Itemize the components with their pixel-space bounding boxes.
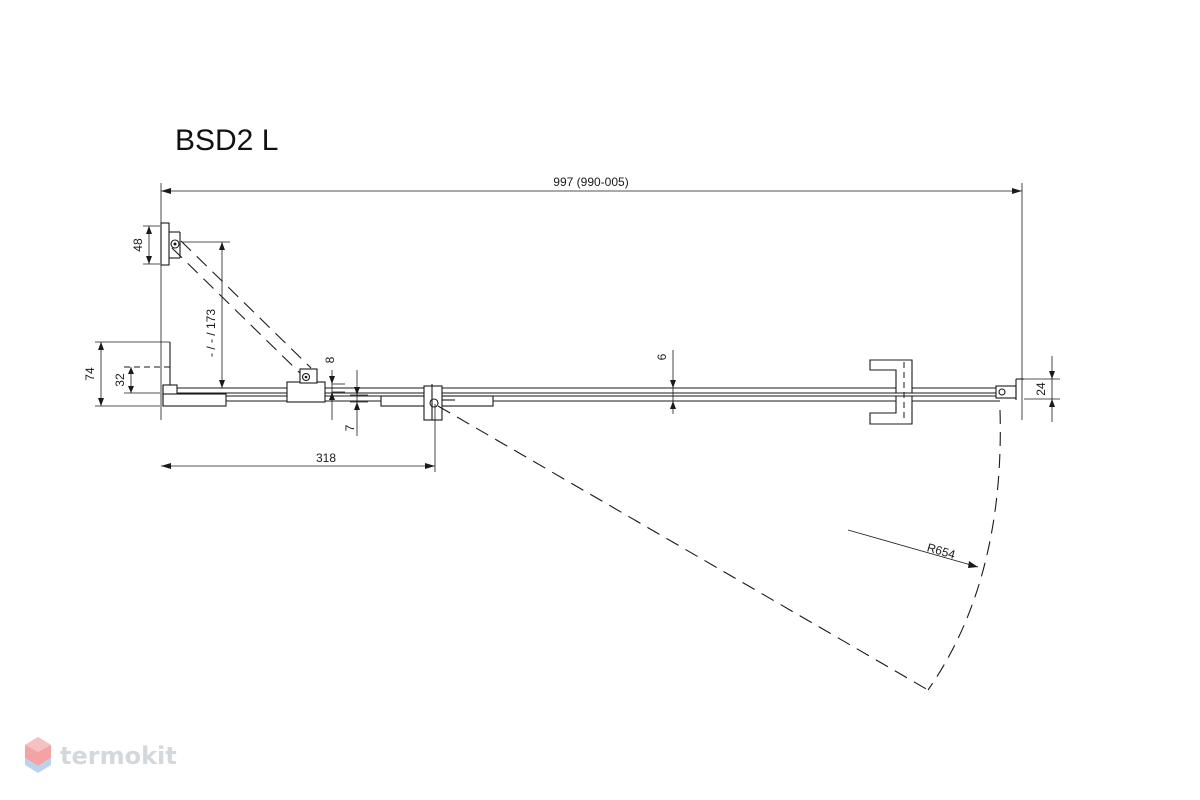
- end-profile-label: 24: [1034, 382, 1048, 396]
- dimension-173: - / - / 173: [182, 241, 230, 388]
- dimension-8-7: 8 7: [323, 356, 368, 436]
- dimension-24: 24: [1024, 356, 1060, 422]
- dimension-r654: R654: [847, 529, 979, 568]
- gap-top-label: 8: [323, 356, 337, 363]
- door-stay-open-position: [171, 240, 312, 376]
- profile-height-label: 74: [83, 367, 97, 381]
- hinge-position-label: 318: [316, 451, 336, 465]
- glass-thickness-label: 6: [655, 353, 669, 360]
- profile-inner-label: 32: [113, 373, 127, 387]
- watermark: termokit: [25, 737, 177, 773]
- dimension-6: 6: [655, 350, 676, 414]
- dimension-total-width: 997 (990-005): [160, 175, 1023, 420]
- dimension-318: 318: [161, 404, 436, 472]
- wall-profile: [162, 342, 227, 407]
- drawing-title: BSD2 L: [175, 124, 278, 157]
- hinge-bracket: [160, 222, 181, 266]
- watermark-text: termokit: [60, 742, 177, 770]
- dimension-74-32: 74 32: [83, 341, 170, 407]
- swing-radius-label: R654: [925, 540, 957, 561]
- pivot-hinge: [380, 384, 494, 421]
- end-profile: [995, 330, 1024, 420]
- hexagon-logo-icon: [25, 737, 51, 773]
- gap-bottom-label: 7: [343, 424, 357, 431]
- dimension-48: 48: [131, 225, 160, 265]
- total-width-label: 997 (990-005): [553, 175, 628, 189]
- door-swing-arc: [437, 405, 1001, 691]
- swing-offset-label: - / - / 173: [204, 309, 218, 357]
- bracket-dim-label: 48: [131, 238, 145, 252]
- door-handle: [869, 359, 913, 425]
- hinge-block: [286, 368, 326, 403]
